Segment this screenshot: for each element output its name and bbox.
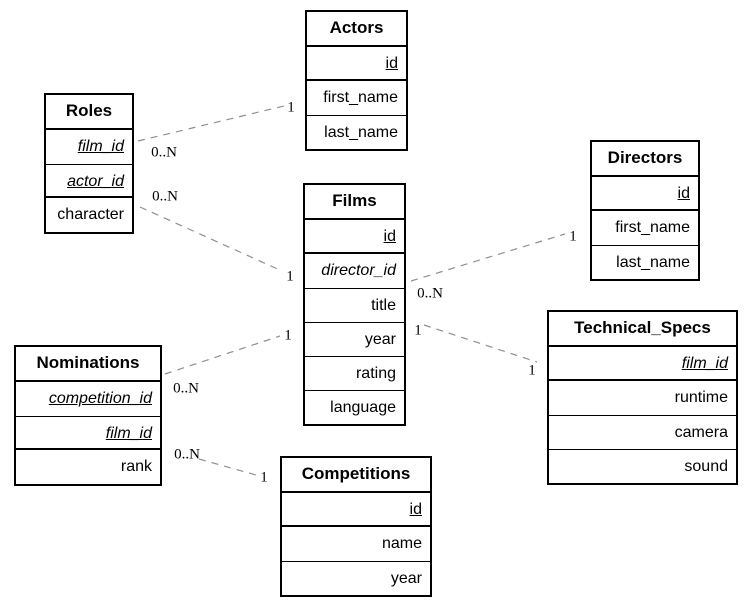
cardinality-films-techspecs-1b: 1 — [528, 362, 536, 378]
field-nominations-competition-id: competition_id — [48, 390, 152, 407]
cardinality-films-directors-n: 0..N — [417, 285, 443, 301]
field-technical-specs-film-id: film_id — [549, 347, 736, 381]
cardinality-roles-films-1: 1 — [286, 268, 294, 284]
cardinality-roles-films-n: 0..N — [152, 188, 178, 204]
field-technical-specs-camera: camera — [549, 415, 736, 449]
field-films-year: year — [305, 322, 404, 356]
entity-directors[interactable]: Directors id first_name last_name — [590, 140, 700, 281]
entity-films-title: Films — [305, 185, 404, 220]
field-films-director-id: director_id — [321, 262, 396, 279]
field-competitions-year: year — [282, 561, 430, 595]
field-actors-first-name: first_name — [323, 89, 398, 106]
cardinality-films-techspecs-1a: 1 — [414, 322, 422, 338]
cardinality-roles-actors-1: 1 — [287, 99, 295, 115]
edge-nominations-competitions — [198, 458, 257, 476]
field-competitions-name: name — [381, 535, 422, 552]
field-films-rating: rating — [305, 356, 404, 390]
edge-roles-actors — [137, 105, 285, 142]
entity-competitions-title: Competitions — [282, 458, 430, 493]
field-films-language: language — [305, 390, 404, 424]
edge-films-directors — [410, 233, 566, 282]
field-technical-specs-sound: sound — [549, 449, 736, 483]
field-nominations-film-id: film_id — [16, 416, 160, 450]
field-actors-last-name: last_name — [307, 115, 406, 149]
cardinality-films-directors-1: 1 — [569, 228, 577, 244]
cardinality-nominations-films-n: 0..N — [173, 380, 199, 396]
cardinality-nominations-competitions-n: 0..N — [174, 446, 200, 462]
edge-nominations-films — [164, 335, 281, 375]
edge-roles-films — [139, 206, 283, 272]
entity-roles-title: Roles — [46, 95, 132, 130]
entity-actors-title: Actors — [307, 12, 406, 47]
entity-roles[interactable]: Roles film_id actor_id character — [44, 93, 134, 234]
entity-directors-title: Directors — [592, 142, 698, 177]
entity-competitions[interactable]: Competitions id name year — [280, 456, 432, 597]
cardinality-nominations-films-1: 1 — [284, 327, 292, 343]
entity-nominations[interactable]: Nominations competition_id film_id rank — [14, 345, 162, 486]
field-directors-last-name: last_name — [592, 245, 698, 279]
entity-actors[interactable]: Actors id first_name last_name — [305, 10, 408, 151]
field-films-title: title — [305, 288, 404, 322]
field-actors-id: id — [307, 47, 406, 81]
field-roles-actor-id: actor_id — [46, 164, 132, 198]
field-roles-film-id: film_id — [77, 138, 124, 155]
edge-films-technical-specs — [423, 324, 538, 363]
field-directors-id: id — [592, 177, 698, 211]
field-competitions-id: id — [282, 493, 430, 527]
field-films-id: id — [305, 220, 404, 254]
field-technical-specs-runtime: runtime — [674, 389, 728, 406]
cardinality-nominations-competitions-1: 1 — [260, 469, 268, 485]
field-nominations-rank: rank — [120, 458, 152, 475]
entity-nominations-title: Nominations — [16, 347, 160, 382]
cardinality-roles-actors-n: 0..N — [151, 144, 177, 160]
entity-technical-specs-title: Technical_Specs — [549, 312, 736, 347]
field-directors-first-name: first_name — [615, 219, 690, 236]
entity-films[interactable]: Films id director_id title year rating l… — [303, 183, 406, 426]
entity-technical-specs[interactable]: Technical_Specs film_id runtime camera s… — [547, 310, 738, 485]
field-roles-character: character — [57, 206, 124, 223]
